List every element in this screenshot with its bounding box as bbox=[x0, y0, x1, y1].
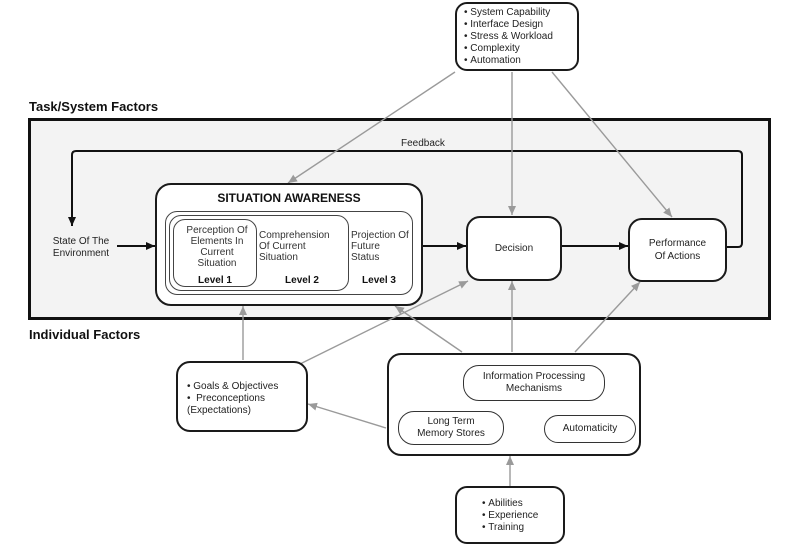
info-processing-label: Information Processing Mechanisms bbox=[482, 371, 586, 394]
feedback-arrow bbox=[68, 150, 743, 248]
performance-box: Performance Of Actions bbox=[628, 218, 727, 282]
info-processing-box: Information Processing Mechanisms bbox=[463, 365, 605, 401]
performance-label: Performance Of Actions bbox=[648, 238, 707, 262]
task-factor-item: Interface Design bbox=[464, 19, 577, 31]
goals-box: Goals & Objectives Preconceptions (Expec… bbox=[176, 361, 308, 432]
level-2-text: Comprehension Of Current Situation bbox=[259, 230, 330, 263]
automaticity-box: Automaticity bbox=[544, 415, 636, 443]
goals-item-text: Preconceptions (Expectations) bbox=[187, 393, 265, 416]
mechanisms-to-goals-arrow bbox=[307, 402, 387, 429]
automaticity-label: Automaticity bbox=[562, 423, 618, 434]
goals-item: Preconceptions (Expectations) bbox=[187, 393, 297, 417]
task-to-sa-arrow bbox=[287, 71, 456, 184]
level-1-label: Level 1 bbox=[198, 275, 232, 286]
situation-awareness-box: SITUATION AWARENESS Perception Of Elemen… bbox=[155, 183, 423, 306]
mechanisms-to-sa-arrow bbox=[394, 305, 463, 353]
long-term-memory-box: Long Term Memory Stores bbox=[398, 411, 504, 445]
task-factor-item: Complexity bbox=[464, 43, 577, 55]
abilities-item: Training bbox=[482, 522, 563, 534]
abilities-list: Abilities Experience Training bbox=[482, 498, 563, 534]
level-1-box bbox=[173, 219, 257, 287]
level-3-text: Projection Of Future Status bbox=[351, 230, 409, 263]
goals-item: Goals & Objectives bbox=[187, 381, 306, 393]
long-term-memory-label: Long Term Memory Stores bbox=[417, 416, 485, 439]
state-of-environment-label: State Of The Environment bbox=[52, 236, 110, 259]
level-3-label: Level 3 bbox=[362, 275, 396, 286]
abilities-item: Experience bbox=[482, 510, 563, 522]
individual-factors-label: Individual Factors bbox=[29, 327, 141, 342]
goals-to-decision-arrow bbox=[297, 280, 469, 366]
task-system-factors-label: Task/System Factors bbox=[29, 99, 159, 114]
abilities-item: Abilities bbox=[482, 498, 563, 510]
task-to-performance-arrow bbox=[551, 71, 673, 218]
feedback-label: Feedback bbox=[398, 138, 448, 150]
mechanisms-to-performance-arrow bbox=[574, 281, 641, 353]
task-factor-item: Stress & Workload bbox=[464, 31, 577, 43]
decision-box: Decision bbox=[466, 216, 562, 281]
task-factor-item: System Capability bbox=[464, 7, 577, 19]
task-factors-list: System Capability Interface Design Stres… bbox=[464, 7, 577, 67]
level-2-label: Level 2 bbox=[285, 275, 319, 286]
level-1-text: Perception Of Elements In Current Situat… bbox=[186, 225, 248, 269]
situation-awareness-title: SITUATION AWARENESS bbox=[217, 191, 361, 205]
mechanisms-box: Information Processing Mechanisms Long T… bbox=[387, 353, 641, 456]
task-factor-item: Automation bbox=[464, 55, 577, 67]
abilities-box: Abilities Experience Training bbox=[455, 486, 565, 544]
goals-list: Goals & Objectives Preconceptions (Expec… bbox=[187, 381, 306, 417]
task-factors-box: System Capability Interface Design Stres… bbox=[455, 2, 579, 71]
